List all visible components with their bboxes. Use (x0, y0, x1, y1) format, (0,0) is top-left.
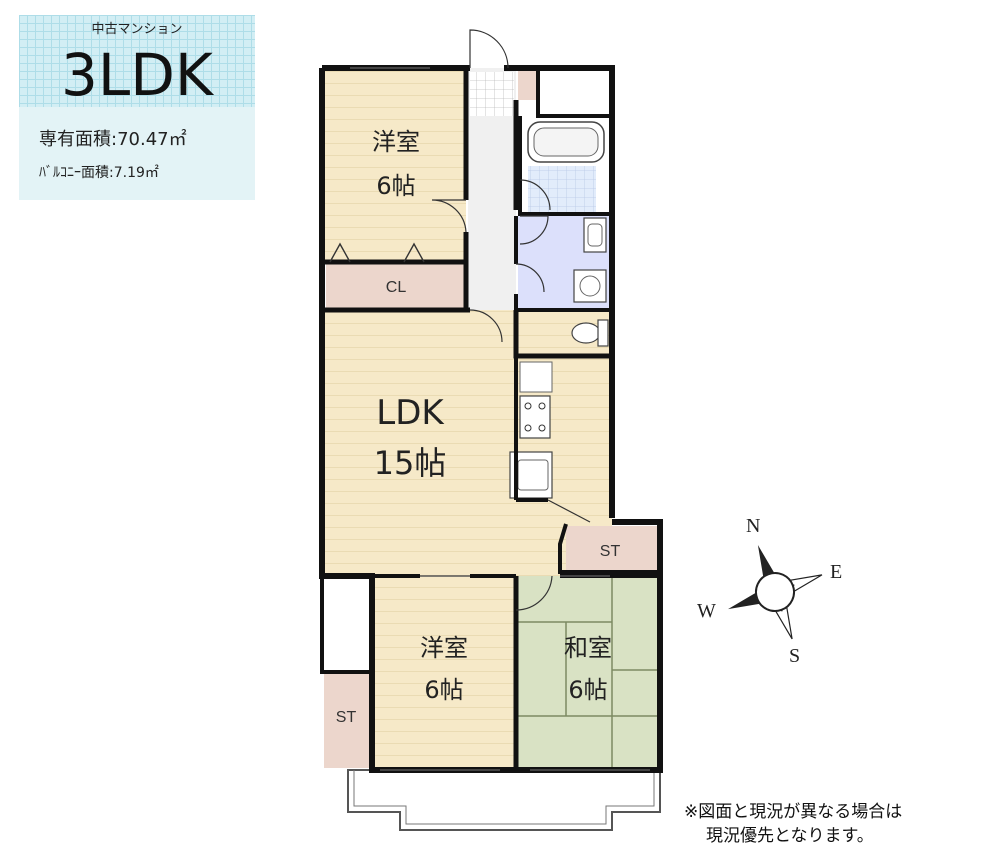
layout-type: 3LDK (61, 41, 213, 109)
balcony-area: ﾊﾞﾙｺﾆｰ面積:7.19㎡ (39, 165, 159, 181)
room-name-western-bottom: 洋室 (420, 634, 468, 662)
room-name-western-top: 洋室 (372, 128, 420, 156)
info-box: 中古マンション 3LDK 専有面積:70.47㎡ ﾊﾞﾙｺﾆｰ面積:7.19㎡ (19, 15, 255, 200)
closet-doors (329, 242, 425, 263)
room-name-japanese: 和室 (564, 634, 612, 662)
floor-area: 専有面積:70.47㎡ (39, 129, 187, 150)
sliding-windows (350, 67, 650, 771)
compass-east: E (830, 561, 842, 583)
disclaimer-line-1: ※図面と現況が異なる場合は (684, 802, 903, 822)
refrigerator-space (519, 361, 553, 393)
storage-left-label: ST (336, 709, 357, 726)
room-size-western-top: 6帖 (376, 172, 415, 200)
western-room-top-floor (322, 68, 466, 262)
toilet-icon (571, 319, 609, 347)
property-category: 中古マンション (91, 22, 183, 37)
room-size-western-bottom: 6帖 (424, 676, 463, 704)
storage-right-floor (566, 526, 658, 572)
shoe-cabinet (518, 68, 538, 100)
washbasin-icon (583, 217, 607, 253)
closet-label: CL (386, 279, 407, 296)
japanese-room-floor (518, 576, 660, 768)
storage-right-label: ST (600, 543, 621, 560)
entrance-tiles (470, 72, 514, 116)
disclaimer-line-2: 現況優先となります。 (706, 826, 874, 846)
washing-machine-icon (573, 269, 607, 303)
compass-north: N (746, 515, 760, 537)
shower-area (528, 166, 596, 212)
bathtub-icon (527, 121, 605, 163)
closet-floor (326, 264, 464, 308)
storage-left-floor (324, 672, 370, 768)
room-size-ldk: 15帖 (374, 444, 447, 482)
balcony (347, 769, 661, 831)
stove-icon (519, 395, 551, 439)
tatami-lines (518, 576, 660, 768)
room-name-ldk: LDK (376, 393, 445, 433)
compass-west: W (697, 600, 716, 622)
storage-top-right (542, 68, 612, 114)
compass-rose (728, 545, 823, 640)
western-room-bottom-floor (372, 576, 516, 768)
disclaimer-note: ※図面と現況が異なる場合は 現況優先となります。 (684, 800, 902, 848)
compass-south: S (789, 645, 800, 667)
info-header-grid (19, 15, 255, 107)
room-size-japanese: 6帖 (568, 676, 607, 704)
doors (431, 29, 591, 611)
